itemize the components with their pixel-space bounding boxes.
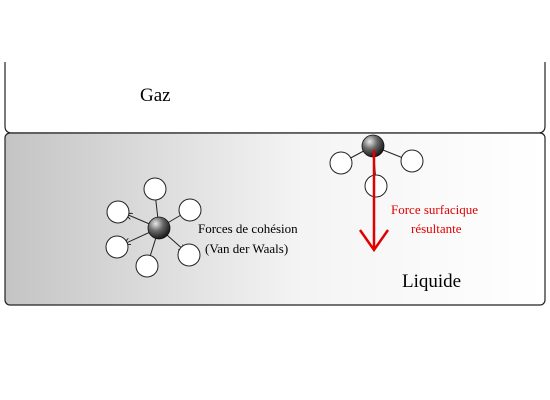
neighbour-molecule <box>135 254 159 278</box>
neighbour-molecule <box>364 174 388 198</box>
resultant-force-arrow <box>358 150 390 253</box>
neighbour-molecule <box>143 177 167 201</box>
neighbour-molecule <box>106 200 130 224</box>
neighbour-molecule <box>400 149 424 173</box>
neighbour-molecule <box>178 198 202 222</box>
liquid-label: Liquide <box>402 271 461 292</box>
interior-molecule-group <box>105 177 202 278</box>
surface-molecule-group <box>329 134 424 198</box>
gas-region <box>4 62 546 134</box>
resultant-label-line1: Force surfacique <box>391 202 478 217</box>
resultant-label-line2: résultante <box>411 221 462 236</box>
neighbour-molecule <box>105 235 129 259</box>
gas-label: Gaz <box>140 85 171 106</box>
liquid-region <box>4 132 546 306</box>
interior-molecule <box>147 216 171 240</box>
neighbour-molecule <box>177 243 201 267</box>
cohesion-label-line1: Forces de cohésion <box>198 221 298 236</box>
cohesion-label-line2: (Van der Waals) <box>205 241 288 256</box>
neighbour-molecule <box>329 151 353 175</box>
